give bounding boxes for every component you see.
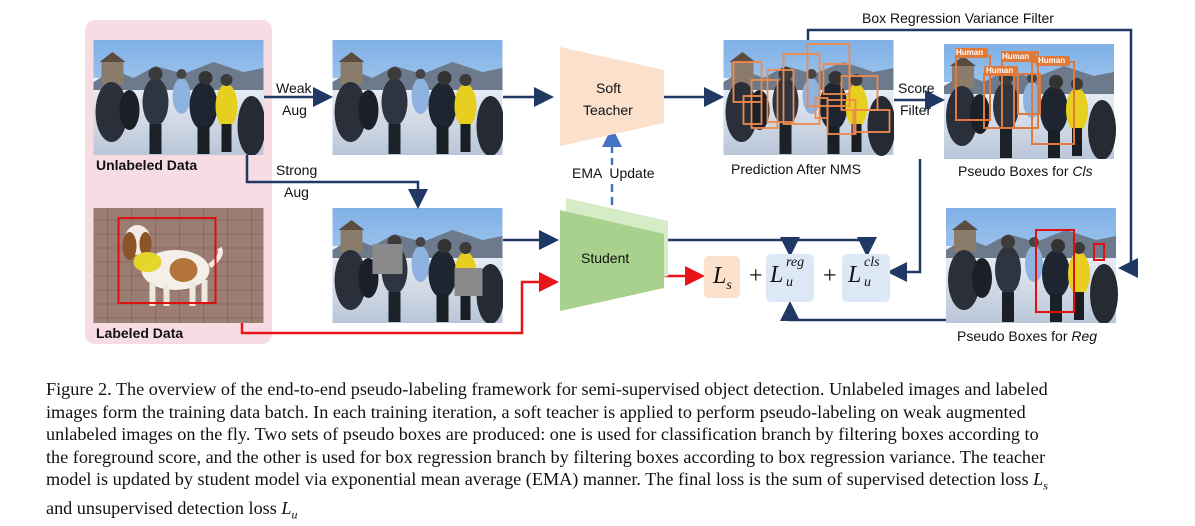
- score-filter-label-line1: Score: [898, 80, 935, 96]
- ls-subscript: s: [726, 277, 732, 293]
- lreg-symbol: L: [770, 262, 784, 288]
- pseudo-boxes-reg-label: Pseudo Boxes for Reg: [957, 328, 1097, 344]
- ls-box: [704, 256, 740, 298]
- caption-line: unlabeled images on the fly. Two sets of…: [46, 424, 1039, 444]
- labeled-dog-image: [93, 208, 264, 323]
- soft-teacher-label-line1: Soft: [596, 80, 621, 96]
- loss-lreg: L reg u: [770, 256, 804, 290]
- unlabeled-data-label: Unlabeled Data: [96, 157, 198, 173]
- human-tag: Human: [956, 48, 984, 57]
- human-tag: Human: [1038, 56, 1066, 65]
- ema-update-label: EMA Update: [572, 165, 655, 181]
- blue-arrows: [245, 28, 1138, 322]
- pseudo-cls-italic: Cls: [1072, 163, 1093, 179]
- figure-caption: Figure 2. The overview of the end-to-end…: [46, 378, 1181, 526]
- student-label: Student: [581, 250, 630, 266]
- student-block: [560, 210, 664, 311]
- strong-aug-image: [332, 208, 503, 323]
- unlabeled-image: [93, 40, 264, 155]
- weak-aug-image: [332, 40, 503, 155]
- pseudo-boxes-cls-label: Pseudo Boxes for Cls: [958, 163, 1093, 179]
- caption-ls-symbol: Ls: [1033, 469, 1048, 493]
- student-to-cls-arrow: [658, 237, 877, 257]
- pseudo-reg-prefix: Pseudo Boxes for: [957, 328, 1072, 344]
- strong-aug-label-line2: Aug: [284, 184, 309, 200]
- pseudo-boxes-cls-image: [944, 44, 1116, 159]
- caption-line: the foreground score, and the other is u…: [46, 446, 1046, 467]
- labeled-data-label: Labeled Data: [96, 325, 184, 341]
- prediction-after-nms-image: [723, 40, 894, 156]
- box-variance-filter-arrow: [806, 28, 1138, 278]
- labeled-to-student-arrow: [240, 272, 559, 335]
- box-regression-filter-label: Box Regression Variance Filter: [862, 10, 1054, 26]
- lcls-symbol: L: [848, 262, 862, 288]
- lcls-box: [842, 254, 890, 302]
- lcls-subscript: u: [864, 275, 871, 290]
- caption-line-text: and unsupervised detection loss: [46, 498, 277, 519]
- loss-plus-1: +: [749, 263, 763, 289]
- lcls-superscript: cls: [864, 255, 880, 270]
- strong-aug-arrow: [245, 155, 428, 209]
- ls-symbol: L: [713, 263, 727, 289]
- loss-plus-2: +: [823, 263, 837, 289]
- cls-to-loss-arrow: [887, 159, 922, 282]
- pseudo-cls-prefix: Pseudo Boxes for: [958, 163, 1073, 179]
- lreg-superscript: reg: [786, 255, 805, 270]
- caption-line: and unsupervised detection loss Lu: [46, 497, 1181, 526]
- diagram-canvas: [93, 28, 1138, 335]
- soft-teacher-block: [560, 47, 664, 146]
- weak-aug-label-line2: Aug: [282, 102, 307, 118]
- weak-aug-label-line1: Weak: [276, 80, 312, 96]
- caption-line-text: model is updated by student model via ex…: [46, 469, 1029, 489]
- pseudo-reg-italic: Reg: [1071, 328, 1098, 344]
- prediction-after-nms-label: Prediction After NMS: [731, 161, 861, 177]
- strong-aug-label-line1: Strong: [276, 162, 318, 178]
- caption-line: Figure 2. The overview of the end-to-end…: [46, 379, 1048, 399]
- human-tag: Human: [1002, 52, 1030, 61]
- caption-line: images form the training data batch. In …: [46, 401, 1026, 422]
- caption-lu-symbol: Lu: [281, 498, 298, 522]
- loss-ls: Ls: [713, 263, 732, 299]
- lreg-subscript: u: [786, 275, 793, 290]
- lreg-box: [766, 254, 814, 302]
- caption-line: model is updated by student model via ex…: [46, 468, 1181, 497]
- loss-lcls: L cls u: [848, 256, 880, 290]
- soft-teacher-label-line2: Teacher: [583, 102, 633, 118]
- human-tag: Human: [986, 66, 1014, 75]
- reg-to-loss-arrow: [780, 301, 946, 322]
- score-filter-label-line2: Filter: [900, 102, 932, 118]
- pseudo-boxes-reg-image: [946, 208, 1118, 323]
